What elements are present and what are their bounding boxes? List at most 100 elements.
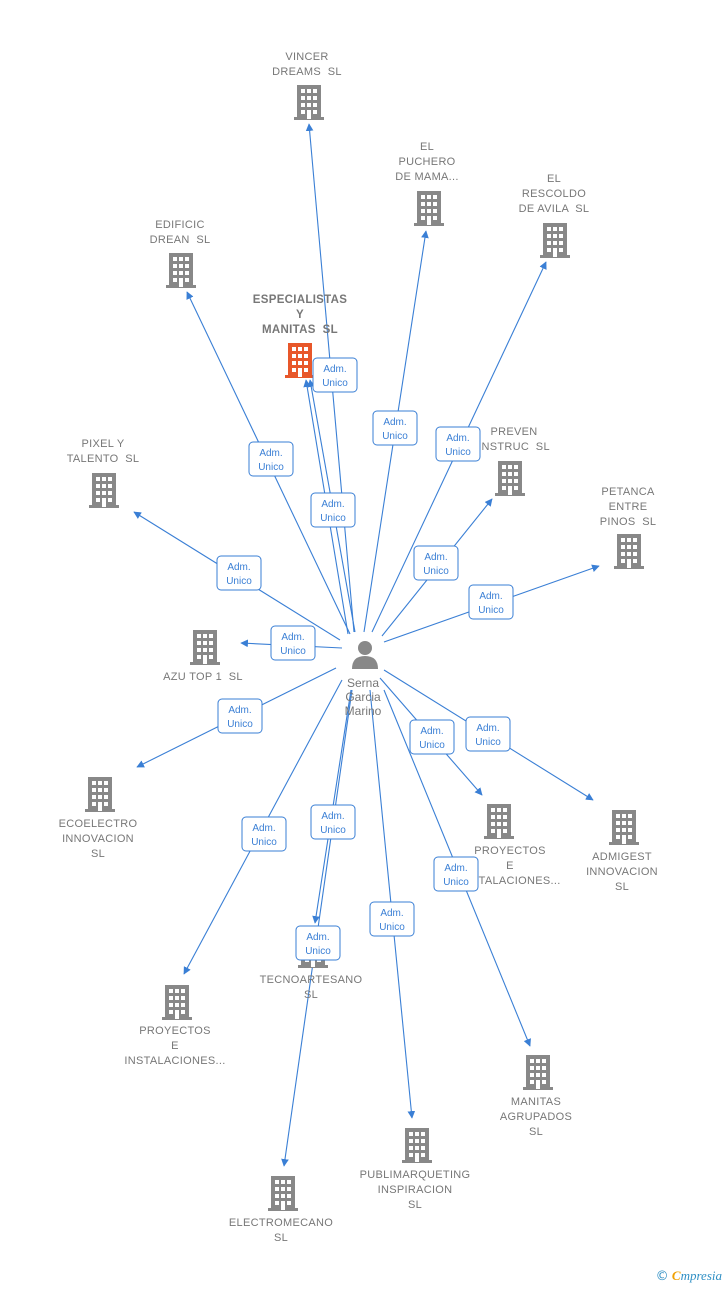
company-label-line: PUBLIMARQUETING <box>360 1169 471 1181</box>
badge-frame <box>465 716 511 752</box>
company-label-line: INSPIRACION <box>378 1184 453 1196</box>
company-label-line: SL <box>529 1126 543 1138</box>
company-label-line: AZU TOP 1 SL <box>163 671 243 683</box>
badge-frame <box>217 698 263 734</box>
company-label-line: SL <box>274 1232 288 1244</box>
role-badge[interactable]: Adm.Unico <box>372 410 418 446</box>
badge-line1: Adm. <box>476 723 499 734</box>
company-label-line: TALENTO SL <box>67 453 140 465</box>
company-label-line: TECNOARTESANO <box>260 974 363 986</box>
badge-frame <box>312 357 358 393</box>
role-badge[interactable]: Adm.Unico <box>217 698 263 734</box>
company-node-proyectos1[interactable]: PROYECTOSEINSTALACIONES... <box>124 985 225 1067</box>
badge-line1: Adm. <box>321 499 344 510</box>
company-label-line: E <box>171 1040 179 1052</box>
company-node-manitas[interactable]: MANITAS AGRUPADOS SL <box>500 1055 572 1138</box>
role-badge[interactable]: Adm. Unico <box>465 716 511 752</box>
building-icon <box>294 85 324 120</box>
badge-line2: Unico <box>475 737 501 748</box>
building-icon <box>268 1176 298 1211</box>
company-node-tecnoartesano[interactable]: TECNOARTESANO SL <box>260 933 363 1001</box>
role-badge[interactable]: Adm.Unico <box>310 492 356 528</box>
role-badge[interactable]: Adm.Unico <box>295 925 341 961</box>
company-node-azu[interactable]: AZU TOP 1 SL <box>163 630 243 683</box>
role-badge[interactable]: Adm.Unico <box>413 545 459 581</box>
badge-frame <box>435 426 481 462</box>
badge-line1: Adm. <box>444 863 467 874</box>
badge-frame <box>310 804 356 840</box>
badge-frame <box>241 816 287 852</box>
badge-line2: Unico <box>382 431 408 442</box>
badge-frame <box>433 856 479 892</box>
company-label-line: PROYECTOS <box>474 845 546 857</box>
role-badge[interactable]: Adm.Unico <box>270 625 316 661</box>
company-label-line: MANITAS SL <box>262 324 338 336</box>
badge-line2: Unico <box>322 378 348 389</box>
role-badge[interactable]: Adm.Unico <box>248 441 294 477</box>
role-badge[interactable]: Adm.Unico <box>468 584 514 620</box>
person-name-line: Serna <box>347 676 379 690</box>
company-label-line: SL <box>304 989 318 1001</box>
company-node-electromecano[interactable]: ELECTROMECANO SL <box>229 1176 333 1244</box>
badge-frame <box>310 492 356 528</box>
badge-line2: Unico <box>379 922 405 933</box>
company-label-line: ELECTROMECANO <box>229 1217 333 1229</box>
badge-line1: Adm. <box>479 591 502 602</box>
company-label-line: EL <box>420 141 434 153</box>
company-label-line: ESPECIALISTAS <box>253 294 347 306</box>
company-node-proyectos2[interactable]: PROYECTOSEINSTALACIONES... <box>459 804 560 887</box>
building-icon <box>484 804 514 839</box>
badge-line2: Unico <box>251 837 277 848</box>
building-icon <box>162 985 192 1020</box>
role-badge[interactable]: Adm.Unico <box>216 555 262 591</box>
company-label-line: INSTALACIONES... <box>124 1055 225 1067</box>
role-badge[interactable]: Adm. Unico <box>241 816 287 852</box>
badge-line2: Unico <box>320 825 346 836</box>
company-label-line: AGRUPADOS <box>500 1111 572 1123</box>
role-badge[interactable]: Adm.Unico <box>433 856 479 892</box>
copyright-symbol: © <box>655 1269 669 1284</box>
company-label-line: E <box>506 860 514 872</box>
badge-frame <box>468 584 514 620</box>
footer-brand[interactable]: © Cmpresia <box>656 1268 722 1284</box>
role-badge[interactable]: Adm. Unico <box>310 804 356 840</box>
building-icon <box>285 343 315 378</box>
badge-frame <box>295 925 341 961</box>
building-icon <box>609 810 639 845</box>
badge-line1: Adm. <box>323 364 346 375</box>
company-label-line: MANITAS <box>511 1096 561 1108</box>
company-label-line: DE AVILA SL <box>519 203 590 215</box>
badge-line1: Adm. <box>321 811 344 822</box>
company-label-line: VINCER <box>285 51 328 63</box>
badge-frame <box>270 625 316 661</box>
person-name-line: Garcia <box>345 690 381 704</box>
role-badge[interactable]: Adm.Unico <box>369 901 415 937</box>
company-label-line: PUCHERO <box>398 156 455 168</box>
building-icon <box>89 473 119 508</box>
building-icon <box>402 1128 432 1163</box>
company-label-line: ADMIGEST <box>592 851 652 863</box>
company-label-line: EDIFICIC <box>155 219 204 231</box>
role-badge[interactable]: Adm. Unico <box>312 357 358 393</box>
company-label-line: PINOS SL <box>600 516 657 528</box>
badge-line2: Unico <box>419 740 445 751</box>
role-badge[interactable]: Adm.Unico <box>409 719 455 755</box>
badge-line1: Adm. <box>252 823 275 834</box>
role-badge[interactable]: Adm.Unico <box>435 426 481 462</box>
company-label-line: PETANCA <box>601 486 655 498</box>
